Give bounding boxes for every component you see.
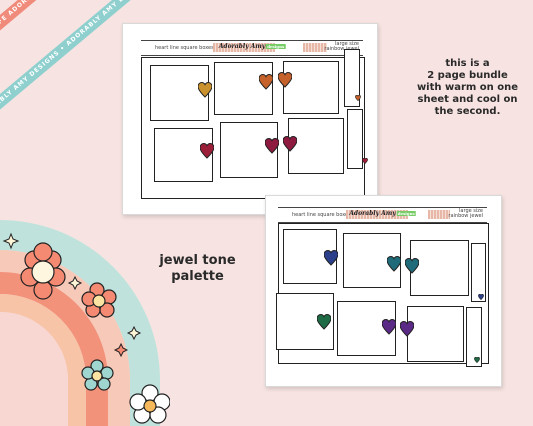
square-box xyxy=(407,306,464,362)
heart-icon xyxy=(387,256,401,272)
flower-icon xyxy=(129,384,170,424)
heart-icon xyxy=(198,82,212,98)
heart-icon xyxy=(405,258,419,274)
square-box xyxy=(288,118,344,174)
side-strip-box xyxy=(466,307,482,367)
heart-icon xyxy=(478,294,484,300)
heart-icon xyxy=(474,357,480,363)
square-box xyxy=(154,128,213,182)
sheet-name: heart line square boxes 2 xyxy=(292,212,356,218)
heart-icon xyxy=(200,143,214,159)
heart-icon xyxy=(259,74,273,90)
sheet-name: heart line square boxes 1 xyxy=(155,45,219,51)
heart-icon xyxy=(362,158,368,164)
heart-icon xyxy=(355,95,361,101)
palette-label: jewel tone palette xyxy=(159,253,236,284)
side-strip-box xyxy=(471,243,486,302)
heart-icon xyxy=(265,138,279,154)
heart-icon xyxy=(400,321,414,337)
side-strip-box xyxy=(347,109,363,169)
square-box xyxy=(214,62,273,115)
heart-icon xyxy=(283,136,297,152)
heart-icon xyxy=(317,314,331,330)
square-box xyxy=(283,61,339,114)
flower-icon xyxy=(20,242,66,300)
side-strip-box xyxy=(344,49,360,107)
sparkle-icon xyxy=(113,342,129,358)
flower-icon xyxy=(81,359,114,391)
decor-lines xyxy=(303,43,327,52)
square-box xyxy=(220,122,278,178)
heart-icon xyxy=(324,250,338,266)
decor-lines xyxy=(213,43,275,52)
square-box xyxy=(150,65,209,121)
flower-icon xyxy=(81,282,117,318)
sparkle-icon xyxy=(2,232,142,341)
heart-icon xyxy=(382,319,396,335)
rainbow-illustration xyxy=(0,220,170,426)
heart-icon xyxy=(278,72,292,88)
bundle-note: this is a 2 page bundle with warm on one… xyxy=(416,58,519,117)
decor-lines xyxy=(346,210,408,219)
decor-lines xyxy=(428,210,450,219)
